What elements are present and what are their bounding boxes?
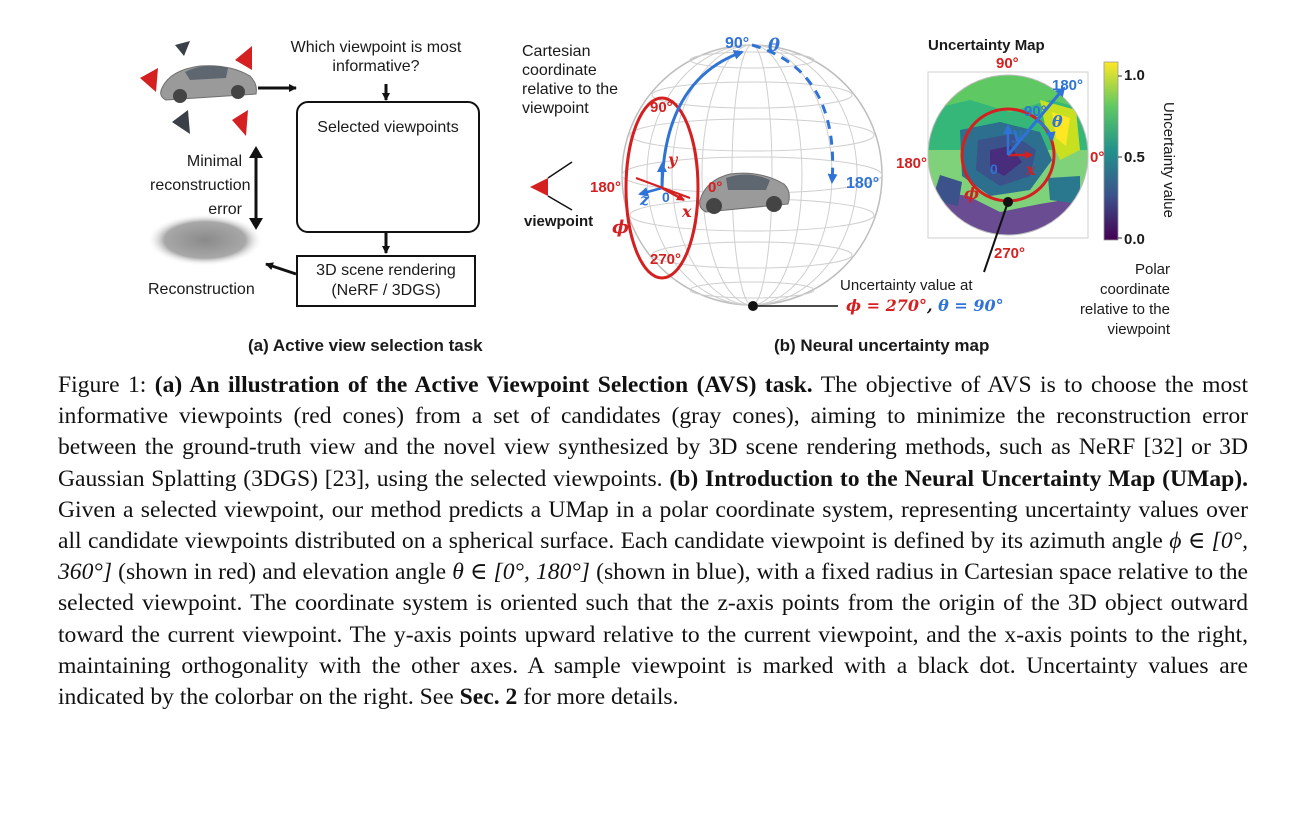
angle-0-red: 0° xyxy=(708,179,723,196)
uncertainty-values: ϕ = 270°, θ = 90° xyxy=(846,296,1004,315)
selected-viewpoints-label: Selected viewpoints xyxy=(317,119,459,136)
umap-180-blue: 180° xyxy=(1052,77,1084,94)
red-cone-icon xyxy=(232,110,248,136)
umap-leader-line xyxy=(983,201,1009,273)
minimal-error-arrow xyxy=(249,146,263,230)
caption-math-phi: ϕ ∈ [0°, 360°] xyxy=(58,528,1248,586)
polar-coordinate-label: Polar coordinate relative to the viewpoi… xyxy=(1079,261,1170,338)
colorbar-mid: 0.5 xyxy=(1124,149,1145,166)
minimal-error-label: Minimal reconstruction error xyxy=(150,153,251,218)
viewpoint-label: viewpoint xyxy=(524,213,594,230)
candidate-cones xyxy=(140,41,252,136)
umap-x-label: x xyxy=(1026,160,1036,179)
caption-text-b3: (shown in blue), with a fixed radius in … xyxy=(58,559,1249,711)
blurry-reconstruction-image xyxy=(147,214,263,266)
gray-cone-icon xyxy=(172,110,190,134)
angle-270-red: 270° xyxy=(650,251,682,268)
caption-text-end: for more details. xyxy=(517,684,679,711)
viewpoint-cone xyxy=(530,161,573,211)
theta-symbol: θ xyxy=(768,35,781,56)
umap-270: 270° xyxy=(994,245,1026,262)
azimuth-circle xyxy=(624,96,700,280)
umap-theta-arc xyxy=(1035,118,1056,142)
umap-0-red: 0° xyxy=(1090,149,1105,166)
umap-theta: θ xyxy=(1052,112,1063,131)
uncertainty-at-label: Uncertainty value at xyxy=(840,277,973,294)
umap-phi: ϕ xyxy=(964,184,980,203)
phi-symbol: ϕ xyxy=(612,217,629,238)
sample-viewpoint-dot xyxy=(748,301,758,311)
car-image xyxy=(160,65,257,103)
reconstruction-label: Reconstruction xyxy=(148,281,255,298)
axis-x-label: x xyxy=(682,202,692,221)
caption-sec-ref: Sec. 2 xyxy=(459,684,518,711)
red-cone-icon xyxy=(235,46,252,70)
arrow-render-to-reconstruction xyxy=(265,262,297,276)
angle-180-red: 180° xyxy=(590,179,622,196)
question-label: Which viewpoint is most informative? xyxy=(290,39,462,75)
umap-origin: 0 xyxy=(990,161,998,177)
cartesian-label: Cartesian coordinate relative to the vie… xyxy=(522,43,619,117)
subcaption-b: (b) Neural uncertainty map xyxy=(774,336,990,355)
subcaption-a: (a) Active view selection task xyxy=(248,336,483,355)
axis-z-label: z xyxy=(640,190,650,209)
caption-text-b2: (shown in red) and elevation angle xyxy=(112,559,453,586)
render-box xyxy=(296,255,476,307)
angle-90-red: 90° xyxy=(650,99,673,116)
elevation-arc-dashed xyxy=(751,43,838,184)
caption-math-theta: θ ∈ [0°, 180°] xyxy=(452,559,590,586)
uncertainty-theta: θ = 90° xyxy=(938,296,1004,315)
umap-y-label: y xyxy=(1012,124,1022,143)
render-box-label: 3D scene rendering (NeRF / 3DGS) xyxy=(316,262,456,299)
colorbar-label: Uncertainty value xyxy=(1160,102,1177,218)
car-image xyxy=(699,172,790,214)
caption-bold-a: (a) An illustration of the Active Viewpo… xyxy=(154,372,813,398)
figure-caption: Figure 1: (a) An illustration of the Act… xyxy=(58,370,1248,713)
umap-90-blue: 90° xyxy=(1024,103,1047,120)
angle-180-blue: 180° xyxy=(846,175,880,192)
caption-text-a: The objective of AVS is to choose the mo… xyxy=(58,372,1249,492)
origin-label: 0 xyxy=(662,189,670,205)
figure-1: Which viewpoint is most informative? Sel… xyxy=(0,0,1299,362)
uncertainty-sep: , xyxy=(927,296,939,315)
axes xyxy=(635,162,691,202)
red-cone-icon xyxy=(140,68,158,92)
umap-elevation-arrow xyxy=(1006,86,1066,156)
umap-outline xyxy=(927,74,1089,236)
caption-text-b1: Given a selected viewpoint, our method p… xyxy=(58,496,1248,555)
axis-y-label: y xyxy=(668,150,678,169)
caption-bold-b: (b) Introduction to the Neural Uncertain… xyxy=(669,465,1248,492)
colorbar-min: 0.0 xyxy=(1124,231,1145,248)
umap-title: Uncertainty Map xyxy=(928,37,1045,54)
figure-label: Figure 1: xyxy=(58,372,155,398)
umap-180-red: 180° xyxy=(896,155,928,172)
uncertainty-phi: ϕ = 270° xyxy=(846,296,928,315)
colorbar-max: 1.0 xyxy=(1124,67,1145,84)
angle-90-top: 90° xyxy=(725,35,750,52)
umap-90: 90° xyxy=(996,55,1019,72)
selected-viewpoints-box xyxy=(296,101,480,233)
colorbar xyxy=(1103,61,1119,241)
gray-cone-icon xyxy=(175,41,190,56)
